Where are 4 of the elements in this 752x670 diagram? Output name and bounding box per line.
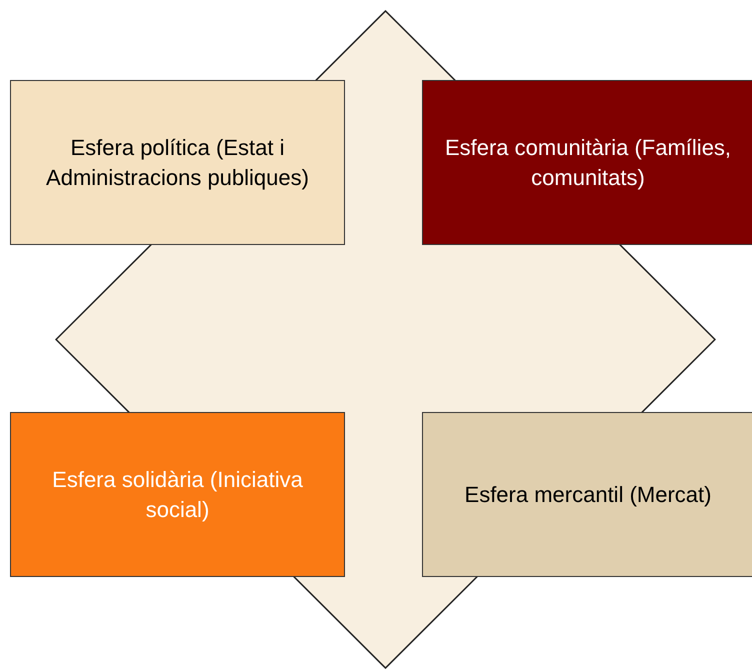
sphere-label: Esfera comunitària (Famílies, comunitats) xyxy=(444,134,732,192)
sphere-label: Esfera solidària (Iniciativa social) xyxy=(51,466,304,524)
sphere-label: Esfera mercantil (Mercat) xyxy=(464,480,712,508)
sphere-label: Esfera política (Estat i Administracions publiques) xyxy=(45,134,310,192)
